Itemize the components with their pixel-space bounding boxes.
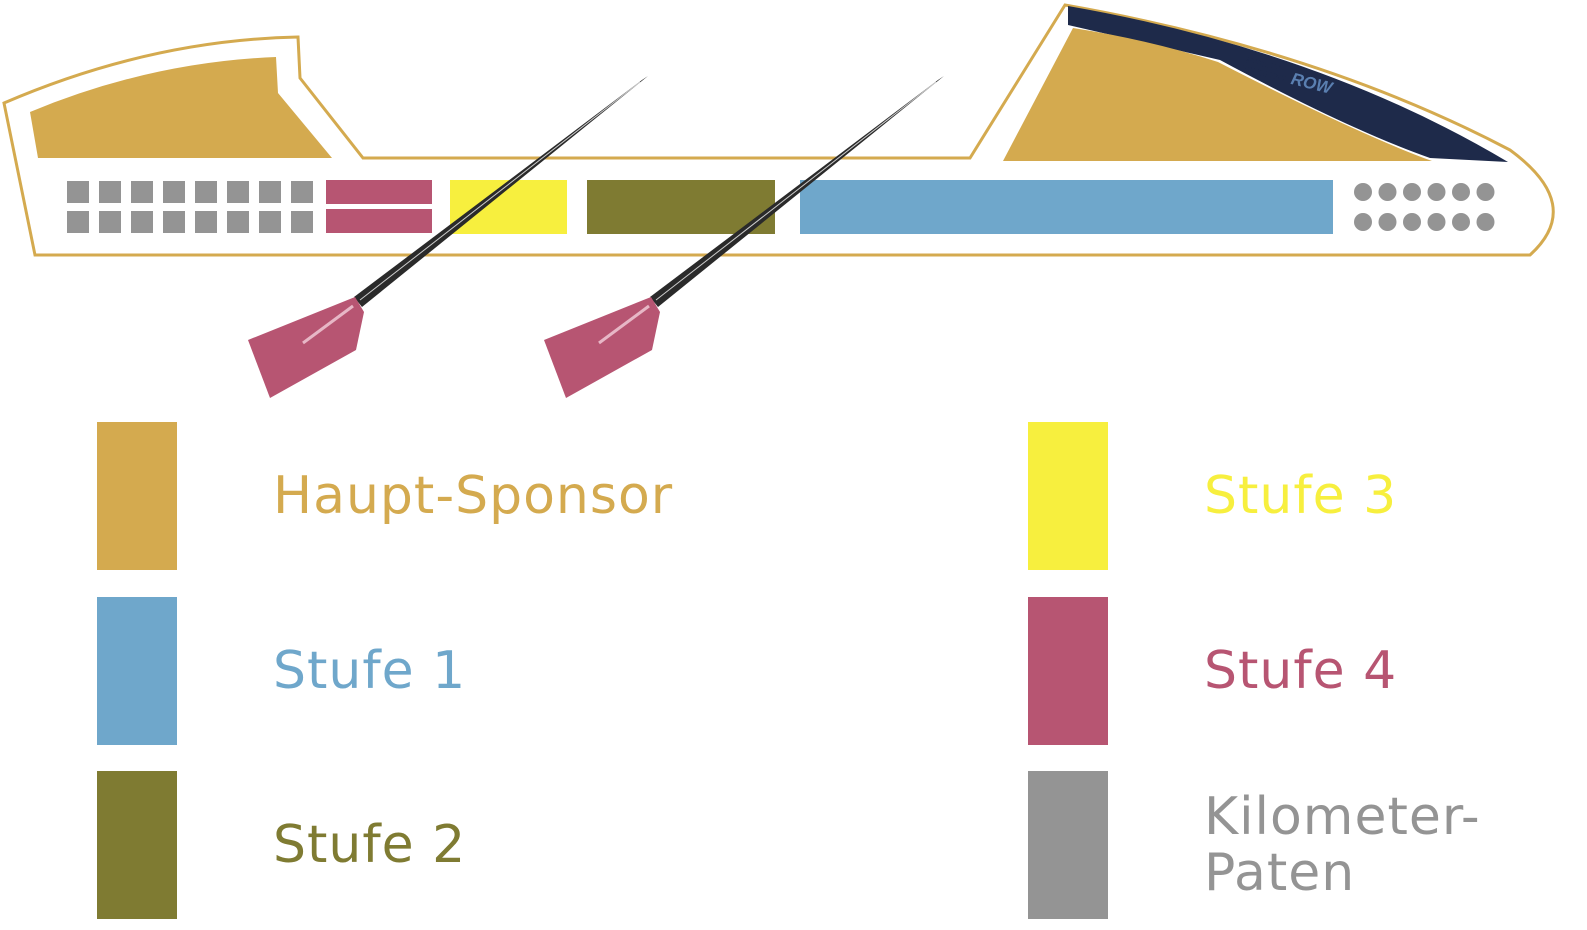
kilometer-paten-dot bbox=[1403, 213, 1421, 231]
kilometer-paten-squares bbox=[67, 181, 313, 233]
aft-cabin-main-sponsor-area bbox=[30, 57, 332, 158]
kilometer-paten-square bbox=[67, 211, 89, 233]
legend-item-stufe-3: Stufe 3 bbox=[1028, 422, 1578, 570]
kilometer-paten-dot bbox=[1354, 183, 1372, 201]
legend-label: Kilometer- Paten bbox=[1204, 787, 1481, 903]
oar-1-blade-highlight bbox=[302, 304, 354, 345]
legend-label: Stufe 4 bbox=[1204, 641, 1398, 701]
legend-label: Stufe 1 bbox=[273, 641, 467, 701]
oar-1 bbox=[248, 76, 648, 398]
oar-2-blade bbox=[544, 297, 660, 398]
legend-label: Stufe 3 bbox=[1204, 466, 1398, 526]
kilometer-paten-square bbox=[291, 181, 313, 203]
kilometer-paten-dot bbox=[1427, 183, 1446, 201]
kilometer-paten-square bbox=[195, 211, 217, 233]
kilometer-paten-dot bbox=[1452, 183, 1470, 201]
front-cabin-stripe bbox=[1068, 6, 1508, 162]
kilometer-paten-dot bbox=[1476, 213, 1495, 231]
legend-label: Haupt-Sponsor bbox=[273, 466, 674, 526]
stufe-2-area bbox=[587, 180, 775, 234]
kilometer-paten-square bbox=[227, 181, 249, 203]
front-cabin-main-sponsor-area bbox=[1003, 28, 1432, 161]
oar-2-blade-highlight bbox=[598, 304, 650, 345]
kilometer-paten-square bbox=[131, 181, 153, 203]
kilometer-paten-dots bbox=[1354, 183, 1495, 231]
kilometer-paten-dot bbox=[1378, 213, 1397, 231]
kilometer-paten-dot bbox=[1378, 183, 1397, 201]
legend-label: Stufe 2 bbox=[273, 815, 467, 875]
legend-swatch bbox=[1028, 771, 1108, 919]
legend-item-haupt-sponsor: Haupt-Sponsor bbox=[97, 422, 857, 570]
legend-swatch bbox=[97, 597, 177, 745]
legend-item-stufe-4: Stufe 4 bbox=[1028, 597, 1578, 745]
kilometer-paten-square bbox=[227, 211, 249, 233]
legend-swatch bbox=[97, 422, 177, 570]
oar-1-shaft-highlight bbox=[359, 81, 641, 301]
kilometer-paten-dot bbox=[1354, 213, 1372, 231]
kilometer-paten-square bbox=[99, 181, 121, 203]
kilometer-paten-dot bbox=[1452, 213, 1470, 231]
stufe-4-area-bottom bbox=[326, 209, 432, 233]
kilometer-paten-square bbox=[163, 211, 185, 233]
oar-2-shaft bbox=[650, 76, 944, 307]
rowing-boat-diagram: WORLD'S TOUGHEST ROW bbox=[2, 3, 1555, 398]
kilometer-paten-dot bbox=[1427, 213, 1446, 231]
oar-2-shaft-highlight bbox=[655, 81, 937, 301]
oar-1-shaft bbox=[354, 76, 648, 307]
kilometer-paten-square bbox=[131, 211, 153, 233]
kilometer-paten-dot bbox=[1403, 183, 1421, 201]
oar-2 bbox=[544, 76, 944, 398]
legend-swatch bbox=[1028, 422, 1108, 570]
kilometer-paten-square bbox=[99, 211, 121, 233]
legend-swatch bbox=[1028, 597, 1108, 745]
kilometer-paten-dot bbox=[1476, 183, 1495, 201]
legend-swatch bbox=[97, 771, 177, 919]
stufe-1-area bbox=[800, 180, 1333, 234]
legend-item-stufe-2: Stufe 2 bbox=[97, 771, 857, 919]
kilometer-paten-square bbox=[259, 181, 281, 203]
legend-item-kilometer-paten: Kilometer- Paten bbox=[1028, 771, 1583, 919]
oar-1-blade bbox=[248, 297, 364, 398]
kilometer-paten-square bbox=[291, 211, 313, 233]
kilometer-paten-square bbox=[163, 181, 185, 203]
stufe-4-area-top bbox=[326, 180, 432, 204]
kilometer-paten-square bbox=[259, 211, 281, 233]
stufe-3-area bbox=[450, 180, 567, 234]
kilometer-paten-square bbox=[195, 181, 217, 203]
legend-item-stufe-1: Stufe 1 bbox=[97, 597, 857, 745]
kilometer-paten-square bbox=[67, 181, 89, 203]
